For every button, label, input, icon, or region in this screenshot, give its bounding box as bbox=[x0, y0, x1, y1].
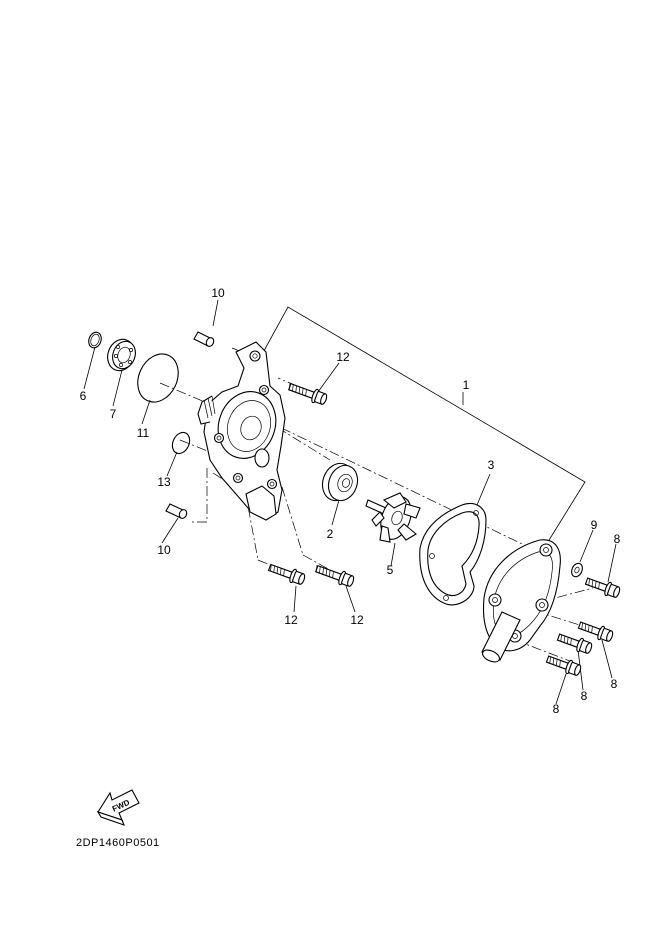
callout-1: 1 bbox=[463, 378, 470, 392]
part-8-bolt bbox=[584, 577, 621, 598]
part-9-washer bbox=[571, 562, 583, 578]
callout-12: 12 bbox=[336, 350, 350, 364]
gasket-hole bbox=[429, 553, 435, 559]
callout-11: 11 bbox=[137, 426, 150, 440]
callout-12: 12 bbox=[284, 613, 298, 627]
part-12-bolt bbox=[315, 565, 355, 587]
gasket-hole bbox=[473, 510, 479, 516]
callout-5: 5 bbox=[387, 563, 394, 577]
part-5-impeller bbox=[365, 492, 421, 543]
callout-12: 12 bbox=[350, 613, 364, 627]
callout-7: 7 bbox=[110, 407, 117, 421]
callout-8: 8 bbox=[611, 677, 618, 691]
callouts: 1 2 3 5 6 7 8 8 8 8 9 10 10 11 12 12 12 … bbox=[80, 286, 621, 716]
part-10-dowel-pin-top bbox=[193, 331, 215, 347]
part-12-bolt bbox=[267, 563, 306, 585]
part-6-circlip bbox=[88, 331, 102, 349]
part-10-dowel-pin-bottom bbox=[165, 503, 188, 519]
part-12-bolt bbox=[288, 383, 328, 405]
part-3-gasket bbox=[419, 502, 487, 606]
callout-3: 3 bbox=[488, 458, 495, 472]
part-11-o-ring bbox=[137, 353, 179, 403]
callout-10: 10 bbox=[157, 543, 171, 557]
callout-8: 8 bbox=[614, 532, 621, 546]
part-2-oil-seal bbox=[321, 462, 359, 502]
part-8-bolt bbox=[556, 633, 593, 654]
part-8-bolt bbox=[545, 655, 582, 676]
pump-cover bbox=[481, 539, 561, 663]
pump-housing bbox=[197, 341, 286, 521]
callout-2: 2 bbox=[327, 527, 334, 541]
drawing-code: 2DP1460P0501 bbox=[76, 837, 160, 849]
callout-10: 10 bbox=[211, 286, 225, 300]
part-13-o-ring bbox=[171, 431, 191, 455]
callout-8: 8 bbox=[581, 689, 588, 703]
part-7-bearing bbox=[107, 338, 136, 372]
callout-9: 9 bbox=[591, 518, 598, 532]
fwd-arrow: FWD bbox=[96, 789, 140, 826]
callout-8: 8 bbox=[553, 702, 560, 716]
gasket-hole bbox=[443, 595, 449, 601]
callout-6: 6 bbox=[80, 389, 87, 403]
leader-lines bbox=[83, 299, 617, 705]
callout-13: 13 bbox=[157, 475, 171, 489]
part-8-bolt bbox=[577, 621, 614, 642]
bolt-group bbox=[267, 383, 621, 676]
